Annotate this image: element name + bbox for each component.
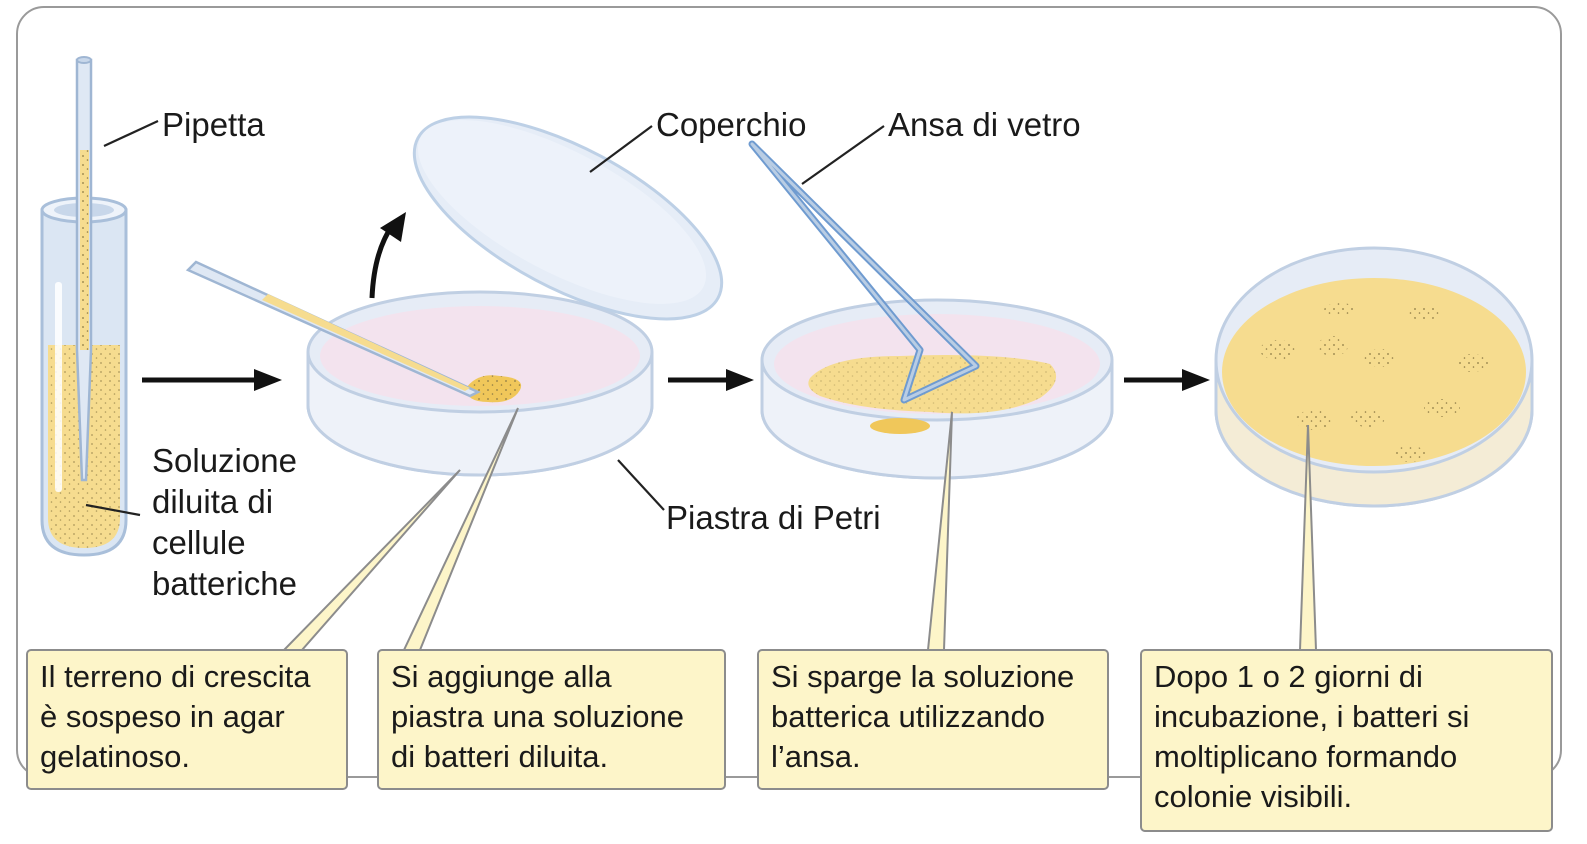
petri-dish-open <box>306 290 654 477</box>
petri-dish-spreading <box>760 298 1114 480</box>
arrow-3 <box>1124 369 1210 391</box>
petri-lid <box>412 115 724 321</box>
caption1-pointer <box>281 469 461 651</box>
glass-loop-label: Ansa di vetro <box>888 106 1081 143</box>
colonies <box>1260 303 1488 462</box>
arrow-1 <box>142 369 282 391</box>
petri-dish-colonies <box>1214 246 1534 508</box>
lid-label: Coperchio <box>656 106 807 143</box>
pipette <box>75 56 93 482</box>
lid-leader-line <box>589 125 653 173</box>
caption-step-4: Dopo 1 o 2 giorni di incubazione, i batt… <box>1140 649 1553 832</box>
petri-dish-label: Piastra di Petri <box>666 499 881 536</box>
pipette-in-dish <box>185 260 481 398</box>
arrow-2 <box>668 369 754 391</box>
solution-leader-line <box>85 503 141 517</box>
glass-loop <box>748 140 980 404</box>
loop-leader-line <box>801 125 885 185</box>
lid-lift-arrow <box>369 212 406 299</box>
caption-step-3: Si sparge la soluzione batterica utilizz… <box>757 649 1109 790</box>
pipette-label: Pipetta <box>162 106 265 143</box>
solution-label: Soluzione diluita di cellule batteriche <box>152 442 297 602</box>
caption-step-2: Si aggiunge alla piastra una soluzione d… <box>377 649 726 790</box>
caption-step-1: Il terreno di crescita è sospeso in agar… <box>26 649 348 790</box>
petri-leader-line <box>617 459 665 511</box>
pipette-leader-line <box>103 120 159 147</box>
